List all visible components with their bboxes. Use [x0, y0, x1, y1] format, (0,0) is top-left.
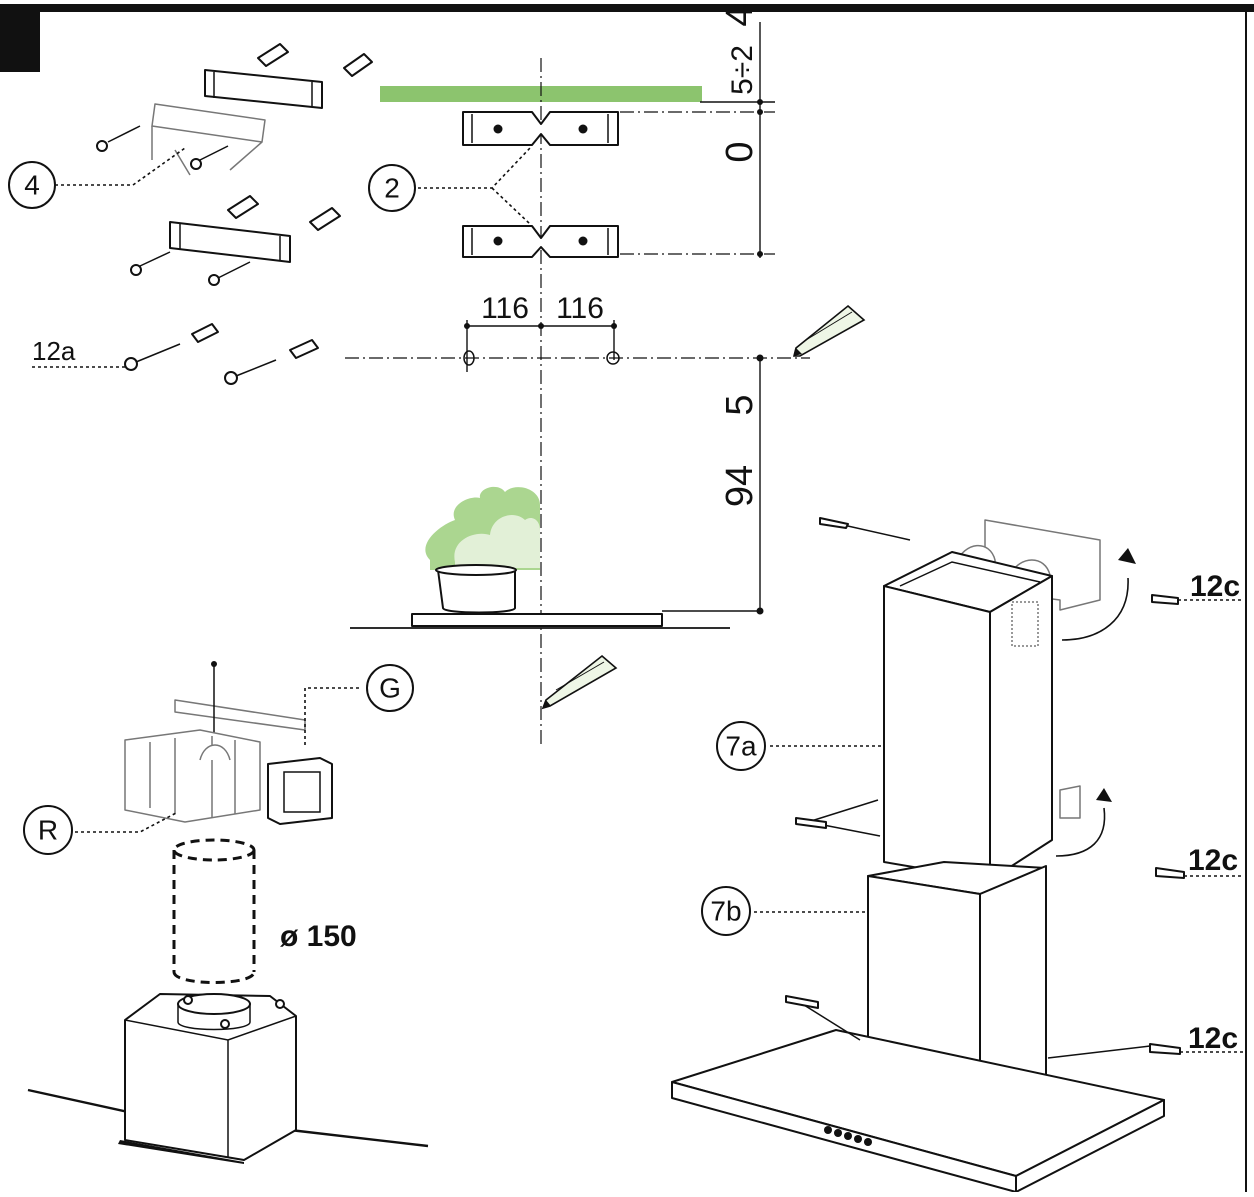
dim-five-div-two: 5÷2	[726, 45, 759, 95]
rotate-arrow-upper	[1061, 577, 1129, 641]
dim-top-partial: 4	[719, 5, 761, 26]
arrow-head-lower	[1096, 788, 1112, 802]
label-12a: 12a	[32, 336, 76, 366]
callout-R-text: R	[38, 815, 58, 846]
callout-2-text: 2	[384, 173, 400, 204]
pencil-icon-lower	[541, 654, 618, 710]
leader-4	[55, 147, 186, 186]
drill-hole-left	[463, 350, 475, 366]
callout-2: 2	[368, 164, 416, 212]
screw-12a-icon	[124, 323, 319, 385]
recirculation-filter-unit	[124, 729, 333, 825]
hood-surface-right	[289, 1128, 429, 1148]
callout-4-text: 4	[24, 170, 40, 201]
fixing-bracket-bottom	[169, 221, 291, 263]
fixing-bracket-top	[204, 69, 323, 109]
dim-ninety-four: 94	[719, 465, 761, 507]
dim-five: 5	[719, 394, 761, 415]
screw-icon	[96, 125, 229, 170]
drill-hole-right	[606, 351, 620, 365]
lower-chimney-bracket	[1059, 785, 1081, 819]
dim-left-offset: 116	[481, 292, 529, 325]
hood-canopy	[671, 1029, 1165, 1193]
screw-icon-chimney	[785, 517, 1185, 1059]
chimney-support-bracket	[151, 103, 266, 176]
callout-G-text: G	[379, 673, 401, 704]
hood-surface-left	[27, 1088, 129, 1114]
hood-motor-body	[118, 993, 297, 1164]
wall-plug-icon	[257, 43, 373, 77]
deflector-bracket	[174, 661, 306, 738]
corner-tab	[0, 10, 40, 72]
pencil-icon	[792, 304, 866, 357]
callout-7b: 7b	[701, 886, 751, 936]
leader-G	[304, 687, 360, 745]
duct-cylinder	[172, 838, 256, 984]
callout-G: G	[366, 664, 414, 712]
upper-chimney-7a	[883, 551, 1053, 881]
label-12c-top: 12c	[1190, 570, 1240, 603]
callout-7b-text: 7b	[710, 896, 741, 927]
hob-plate	[411, 613, 663, 627]
rotate-arrow-lower	[1055, 807, 1106, 857]
callout-4: 4	[8, 161, 56, 209]
arrow-head-upper	[1118, 548, 1136, 564]
duct-diameter-label: ø 150	[280, 920, 357, 953]
callout-7a-text: 7a	[725, 731, 757, 762]
dim-right-offset: 116	[556, 292, 604, 325]
bracket-upper	[462, 111, 619, 146]
wall-plug-icon-2	[227, 195, 341, 231]
steam-cloud	[425, 486, 540, 570]
dim-zero: 0	[719, 141, 761, 162]
callout-7a: 7a	[716, 721, 766, 771]
bracket-lower	[462, 225, 619, 258]
screw-icon-2	[130, 251, 251, 286]
leader-2	[412, 147, 531, 225]
label-12c-bot: 12c	[1188, 1022, 1238, 1055]
top-border	[0, 4, 1254, 12]
cooking-pot	[435, 564, 517, 614]
label-12c-mid: 12c	[1188, 844, 1238, 877]
callout-R: R	[23, 805, 73, 855]
